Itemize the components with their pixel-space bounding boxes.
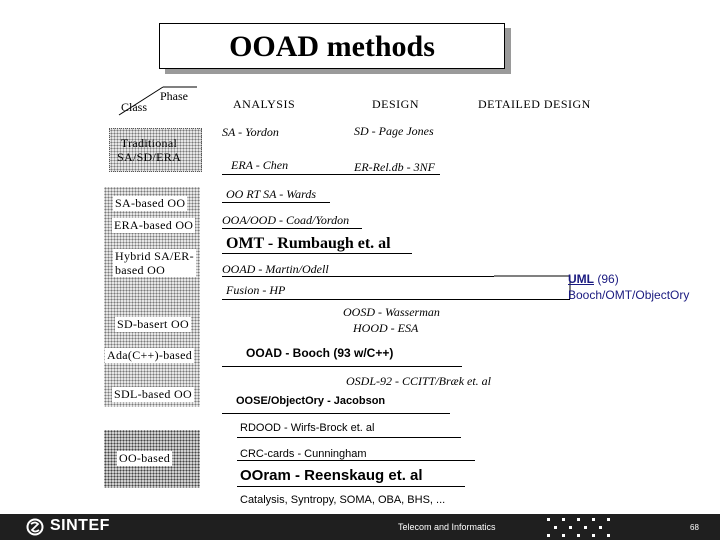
uml-name: UML bbox=[568, 272, 594, 286]
method-oo-rt-sa: OO RT SA - Wards bbox=[226, 187, 317, 201]
corner-class-label: Class bbox=[121, 100, 148, 114]
footer-bar: SINTEF Telecom and Informatics 68 bbox=[0, 514, 720, 540]
method-uml-authors: Booch/OMT/ObjectOry bbox=[568, 288, 690, 302]
method-er-rel-db: ER-Rel.db - 3NF bbox=[354, 160, 435, 174]
row-label-sa-based: SA-based OO bbox=[113, 196, 188, 211]
method-ooa-ood: OOA/OOD - Coad/Yordon bbox=[222, 213, 350, 227]
row-label-sdl-based: SDL-based OO bbox=[112, 387, 194, 402]
method-ooram: OOram - Reenskaug et. al bbox=[240, 467, 423, 484]
page-title: OOAD methods bbox=[229, 30, 435, 63]
line-traditional bbox=[222, 174, 440, 175]
uml-convergence-lines bbox=[494, 275, 571, 299]
method-rdood: RDOOD - Wirfs-Brock et. al bbox=[240, 422, 375, 434]
sintef-logo-icon bbox=[26, 518, 44, 536]
line-ooad-booch bbox=[222, 366, 462, 367]
method-fusion: Fusion - HP bbox=[226, 283, 286, 297]
line-ooad-martin bbox=[222, 276, 494, 277]
line-oo-rt-sa bbox=[222, 202, 330, 203]
method-ooad-booch: OOAD - Booch (93 w/C++) bbox=[246, 346, 394, 360]
corner-diagonal bbox=[118, 86, 197, 116]
line-crc bbox=[237, 460, 475, 461]
line-ooram bbox=[237, 486, 465, 487]
row-label-sd-based: SD-basert OO bbox=[115, 317, 191, 332]
method-oose: OOSE/ObjectOry - Jacobson bbox=[236, 395, 386, 407]
corner-phase-label: Phase bbox=[160, 89, 188, 103]
header-detailed-design: DETAILED DESIGN bbox=[478, 97, 591, 111]
header-design: DESIGN bbox=[372, 97, 419, 111]
line-oose bbox=[222, 413, 450, 414]
footer-page-number: 68 bbox=[690, 523, 699, 532]
footer-dot-pattern bbox=[547, 518, 610, 537]
method-others: Catalysis, Syntropy, SOMA, OBA, BHS, ... bbox=[240, 494, 446, 506]
method-uml-line1: UML (96) bbox=[568, 272, 619, 286]
line-ooa-ood bbox=[222, 228, 362, 229]
line-fusion bbox=[222, 299, 570, 300]
line-omt bbox=[222, 253, 412, 254]
method-sa-yordon: SA - Yordon bbox=[222, 125, 279, 139]
class-cell-traditional bbox=[109, 128, 202, 172]
method-sd-page-jones: SD - Page Jones bbox=[354, 124, 434, 138]
uml-year: (96) bbox=[597, 272, 619, 286]
row-label-era-based: ERA-based OO bbox=[112, 218, 196, 233]
footer-logo-text: SINTEF bbox=[50, 517, 110, 534]
row-label-hybrid: Hybrid SA/ER- based OO bbox=[113, 249, 196, 277]
header-analysis: ANALYSIS bbox=[233, 97, 296, 111]
footer-department: Telecom and Informatics bbox=[398, 522, 496, 532]
line-rdood bbox=[237, 437, 461, 438]
row-label-traditional: Traditional SA/SD/ERA bbox=[117, 136, 182, 164]
row-label-oo-based: OO-based bbox=[117, 451, 173, 466]
method-osdl: OSDL-92 - CCITT/Bræk et. al bbox=[346, 374, 492, 388]
method-ooad-martin: OOAD - Martin/Odell bbox=[222, 262, 329, 276]
method-omt: OMT - Rumbaugh et. al bbox=[226, 235, 391, 252]
method-oosd: OOSD - Wasserman bbox=[343, 305, 440, 319]
row-label-ada-based: Ada(C++)-based bbox=[105, 348, 195, 363]
method-crc-cards: CRC-cards - Cunningham bbox=[240, 448, 367, 460]
method-era-chen: ERA - Chen bbox=[231, 158, 289, 172]
method-hood: HOOD - ESA bbox=[353, 321, 419, 335]
title-box: OOAD methods bbox=[159, 23, 505, 69]
